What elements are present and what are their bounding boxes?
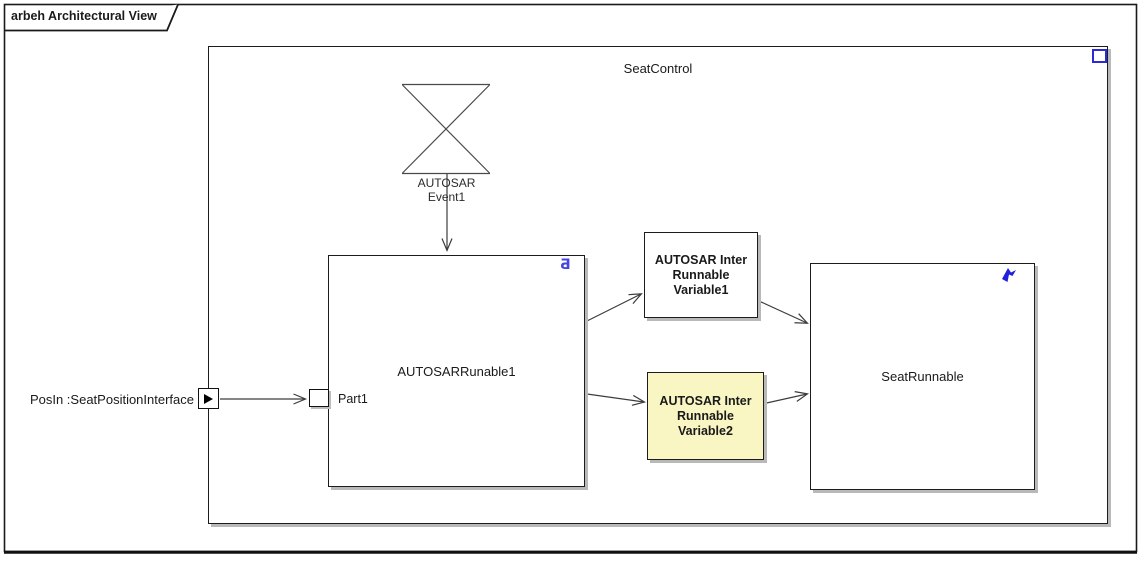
connector-variable1-to-seatrunnable[interactable] [758,300,809,324]
seatcontrol-frame[interactable] [208,46,1108,524]
variable1-label: AUTOSAR Inter Runnable Variable1 [654,252,748,297]
runnable1-node[interactable]: AUTOSARRunable1 [328,255,585,487]
posin-port-icon[interactable] [198,388,219,409]
part1-label: Part1 [338,392,368,406]
diagram-tab-shape[interactable] [4,4,179,32]
event-hourglass-icon[interactable] [402,83,490,175]
activity-icon: Ƌ [560,257,571,273]
connector-runnable1-to-variable2[interactable] [586,393,647,406]
diagram-tab-title: arbeh Architectural View [11,9,157,23]
seatrunnable-node[interactable]: SeatRunnable [810,263,1035,490]
runnable-icon [1002,268,1016,282]
variable2-node[interactable]: AUTOSAR Inter Runnable Variable2 [647,372,764,460]
posin-label: PosIn :SeatPositionInterface [29,392,194,407]
connector-runnable1-to-variable1[interactable] [586,293,643,322]
component-icon [1092,49,1107,63]
seatrunnable-label: SeatRunnable [881,369,964,384]
seatcontrol-label: SeatControl [623,61,693,76]
variable2-label: AUTOSAR Inter Runnable Variable2 [659,393,752,438]
part1-port[interactable] [309,389,329,407]
connector-variable2-to-seatrunnable[interactable] [761,391,810,405]
variable1-node[interactable]: AUTOSAR Inter Runnable Variable1 [644,232,758,318]
runnable1-label: AUTOSARRunable1 [397,363,516,379]
event-label: AUTOSAR Event1 [417,176,476,204]
port-direction-icon [204,393,213,404]
